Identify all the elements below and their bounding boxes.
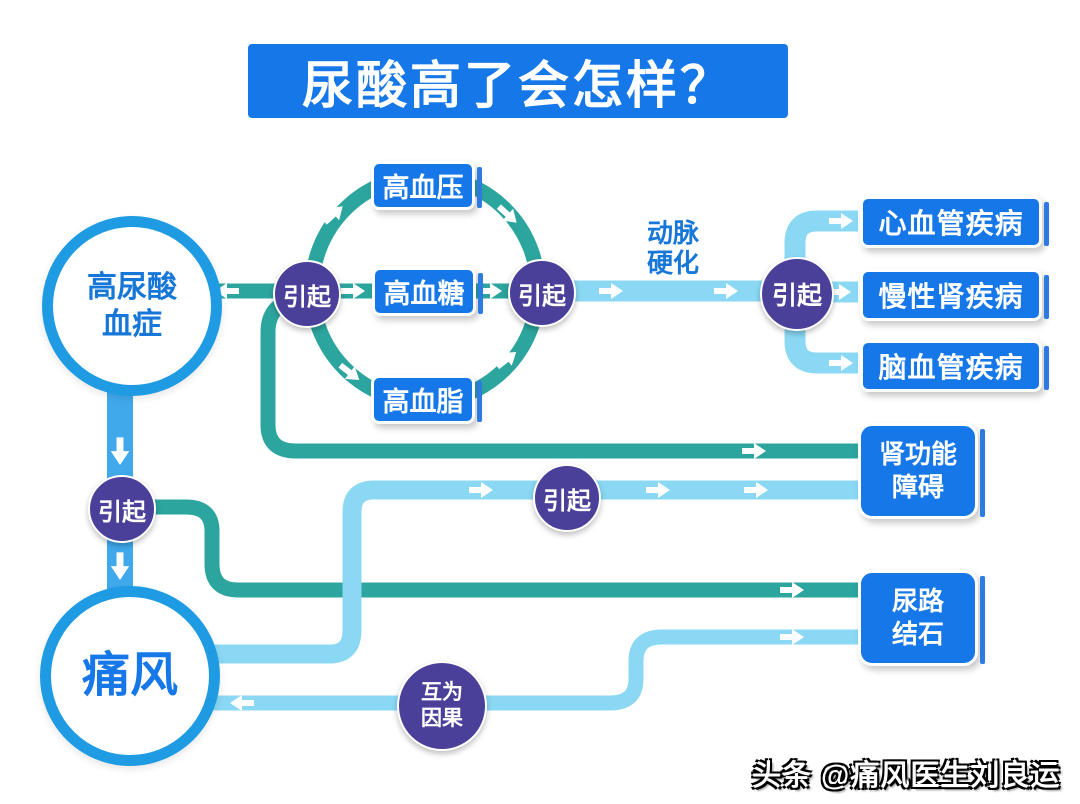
node-cardiovascular-disease: 心血管疾病 (860, 196, 1049, 248)
connector-to-cerebrovascular (784, 292, 858, 374)
node-urinary-stones-line1: 尿路 (891, 586, 944, 616)
label-arteriosclerosis-line2: 硬化 (646, 248, 699, 278)
node-urinary-stones-line2: 结石 (891, 619, 944, 649)
node-hyperuricemia: 高尿酸 血症 (42, 216, 222, 396)
node-chronic-kidney-label: 慢性肾疾病 (878, 281, 1024, 312)
node-gout-label: 痛风 (81, 649, 178, 702)
node-urinary-stones: 尿路 结石 (858, 570, 985, 666)
mutual-label-line2: 因果 (421, 707, 463, 730)
node-hypertension-label: 高血压 (382, 173, 464, 203)
watermark-text: 头条 @痛风医生刘良运 (752, 760, 1061, 792)
edge-label-causes-diseases: 引起 (760, 257, 834, 331)
node-hyperuricemia-label-line2: 血症 (102, 308, 162, 341)
causes-label: 引起 (518, 282, 566, 310)
node-hyperglycemia: 高血糖 (372, 267, 483, 316)
edge-label-mutual-causation: 互为 因果 (397, 661, 487, 751)
node-renal-dysfunction-line1: 肾功能 (878, 439, 957, 469)
edge-label-causes-ring-left: 引起 (273, 260, 341, 328)
node-renal-dysfunction: 肾功能 障碍 (858, 423, 985, 519)
causes-label: 引起 (283, 283, 331, 311)
mutual-label-line1: 互为 (421, 681, 463, 704)
node-chronic-kidney-disease: 慢性肾疾病 (860, 269, 1049, 321)
causes-label: 引起 (98, 498, 146, 526)
connector-cause-urinary-stones (120, 499, 862, 598)
node-gout: 痛风 (40, 586, 220, 766)
edge-label-causes-ring-right: 引起 (508, 259, 576, 327)
node-hyperglycemia-label: 高血糖 (383, 279, 465, 309)
page-title: 尿酸高了会怎样？ (248, 44, 788, 118)
node-cerebrovascular-label: 脑血管疾病 (878, 352, 1024, 383)
node-cardiovascular-label: 心血管疾病 (878, 208, 1024, 239)
node-cerebrovascular-disease: 脑血管疾病 (860, 340, 1049, 392)
node-renal-dysfunction-line2: 障碍 (891, 472, 944, 502)
node-hyperlipidemia-label: 高血脂 (382, 387, 464, 417)
causes-label: 引起 (771, 282, 822, 310)
node-hyperlipidemia: 高血脂 (371, 375, 482, 424)
edge-label-causes-renal: 引起 (533, 464, 601, 532)
label-arteriosclerosis: 动脉 硬化 (628, 218, 718, 278)
connector-gout-urinary-stones (190, 629, 862, 711)
connector-gout-renal-dysfunction (190, 480, 862, 664)
connector-to-cardiovascular (784, 210, 858, 292)
node-hypertension: 高血压 (371, 161, 482, 210)
label-arteriosclerosis-line1: 动脉 (646, 218, 699, 248)
causes-label: 引起 (543, 487, 591, 515)
edge-label-causes-gout: 引起 (88, 475, 156, 543)
node-hyperuricemia-label-line1: 高尿酸 (87, 271, 177, 304)
